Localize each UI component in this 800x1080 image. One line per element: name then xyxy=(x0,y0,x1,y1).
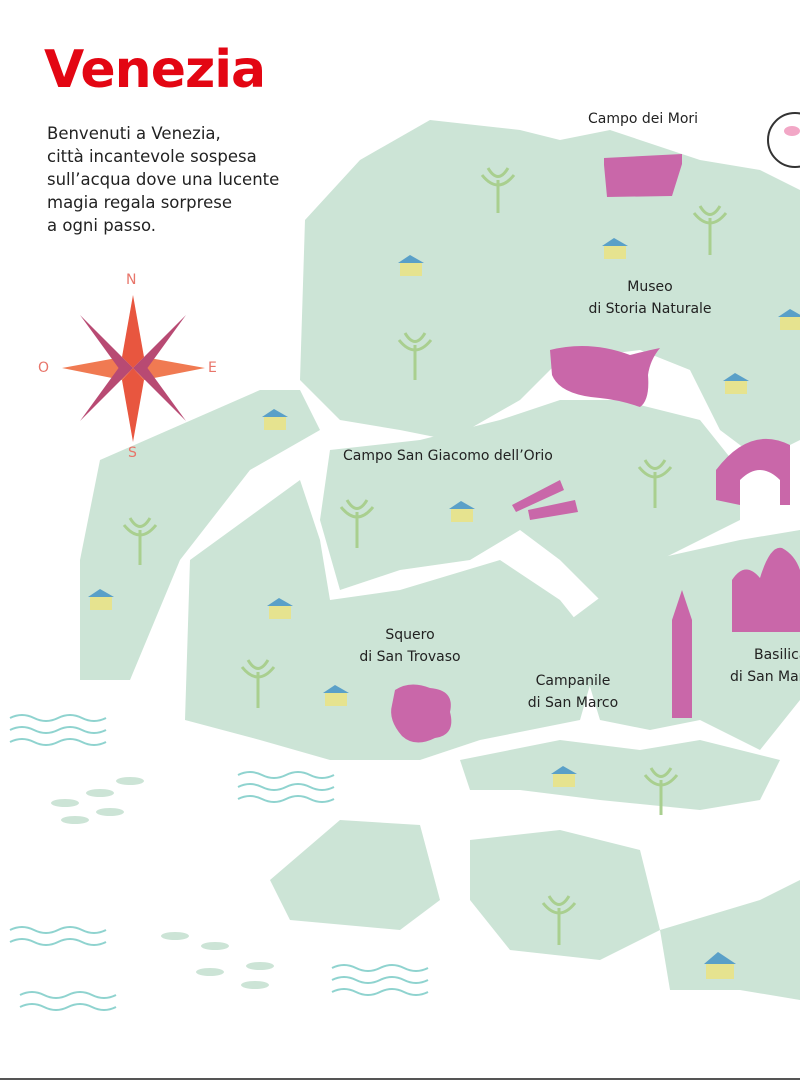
tree-icon xyxy=(339,499,375,548)
island-north xyxy=(300,120,800,460)
island-west xyxy=(80,390,320,680)
fish-school xyxy=(51,777,274,989)
compass-east: E xyxy=(208,360,217,376)
island-center xyxy=(185,480,600,760)
land-areas xyxy=(80,120,800,1000)
tree-icon xyxy=(480,167,516,213)
intro-line: magia regala sorprese xyxy=(47,193,232,212)
intro-line: Benvenuti a Venezia, xyxy=(47,124,221,143)
tree-icon xyxy=(692,205,728,255)
campanile-icon xyxy=(672,590,692,718)
squero-icon xyxy=(391,684,452,743)
trees xyxy=(122,167,728,945)
house-icon xyxy=(267,598,293,619)
intro-line: città incantevole sospesa xyxy=(47,147,257,166)
island-south xyxy=(460,740,780,810)
intro-line: a ogni passo. xyxy=(47,216,157,235)
whale-icon xyxy=(550,346,660,407)
tree-icon xyxy=(637,459,673,508)
page-title: Venezia xyxy=(44,40,266,100)
house-icon xyxy=(602,238,628,259)
label-campo-san-giacomo: Campo San Giacomo dell’Orio xyxy=(343,448,553,464)
houses xyxy=(88,238,800,979)
intro-text: Benvenuti a Venezia, città incantevole s… xyxy=(47,122,317,237)
house-icon xyxy=(723,373,749,394)
basilica-icon xyxy=(732,547,800,632)
tree-icon xyxy=(541,895,577,945)
house-icon xyxy=(704,952,736,979)
map-logo-icon xyxy=(767,112,800,168)
tree-icon xyxy=(643,767,679,815)
island-giudecca-1 xyxy=(270,820,440,930)
island-giudecca-3 xyxy=(660,880,800,1000)
house-icon xyxy=(398,255,424,276)
intro-line: sull’acqua dove una lucente xyxy=(47,170,280,189)
island-giudecca-2 xyxy=(470,830,660,960)
house-icon xyxy=(778,309,800,330)
water-waves xyxy=(9,714,429,1011)
compass-rose-icon xyxy=(62,295,205,442)
bottom-border xyxy=(0,1078,800,1080)
compass-north: N xyxy=(126,272,137,288)
label-campo-dei-mori: Campo dei Mori xyxy=(588,111,699,127)
house-icon xyxy=(323,685,349,706)
house-icon xyxy=(88,589,114,610)
campo-giacomo-icon xyxy=(512,480,564,512)
campo-mori-icon xyxy=(604,154,682,197)
tree-icon xyxy=(240,659,276,708)
compass-south: S xyxy=(128,445,137,461)
house-icon xyxy=(551,766,577,787)
house-icon xyxy=(262,409,288,430)
tree-icon xyxy=(397,332,433,380)
house-icon xyxy=(449,501,475,522)
rialto-bridge-icon xyxy=(716,438,790,505)
landmarks xyxy=(391,154,800,743)
label-basilica: Basilicadi San Marco xyxy=(730,647,800,685)
compass-west: O xyxy=(38,360,50,376)
tree-icon xyxy=(122,517,158,565)
